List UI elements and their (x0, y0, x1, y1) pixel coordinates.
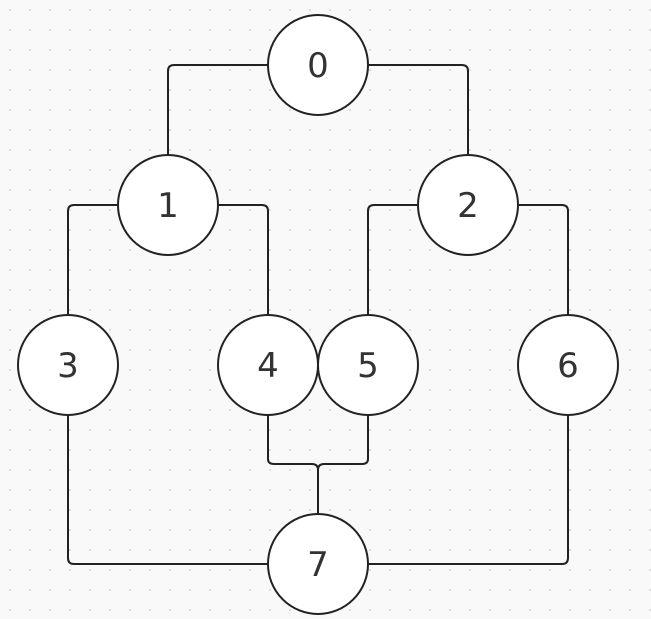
node-6-circle (517, 314, 619, 416)
edge-0-1 (167, 64, 268, 156)
node-5-label: 5 (357, 346, 379, 386)
node-2[interactable]: 2 (417, 154, 519, 256)
edge-1-3 (67, 204, 118, 315)
node-0-label: 0 (307, 46, 329, 86)
node-7-label: 7 (307, 545, 329, 585)
node-7-circle (267, 513, 369, 615)
edge-5-7 (317, 415, 369, 514)
node-4-label: 4 (257, 346, 279, 386)
node-3[interactable]: 3 (17, 314, 119, 416)
edge-0-2 (368, 64, 469, 156)
node-2-label: 2 (457, 186, 479, 226)
node-5-circle (317, 314, 419, 416)
edge-6-7 (368, 415, 569, 565)
node-0-circle (267, 14, 369, 116)
node-1-label: 1 (157, 186, 179, 226)
node-3-circle (17, 314, 119, 416)
node-6-label: 6 (557, 346, 579, 386)
node-1[interactable]: 1 (117, 154, 219, 256)
node-5[interactable]: 5 (317, 314, 419, 416)
node-1-circle (117, 154, 219, 256)
edge-3-7 (67, 415, 268, 565)
node-7[interactable]: 7 (267, 513, 369, 615)
node-6[interactable]: 6 (517, 314, 619, 416)
node-4[interactable]: 4 (217, 314, 319, 416)
node-2-circle (417, 154, 519, 256)
node-0[interactable]: 0 (267, 14, 369, 116)
edge-2-6 (518, 204, 569, 315)
node-3-label: 3 (57, 346, 79, 386)
edge-2-5 (367, 204, 418, 315)
edge-1-4 (218, 204, 269, 315)
